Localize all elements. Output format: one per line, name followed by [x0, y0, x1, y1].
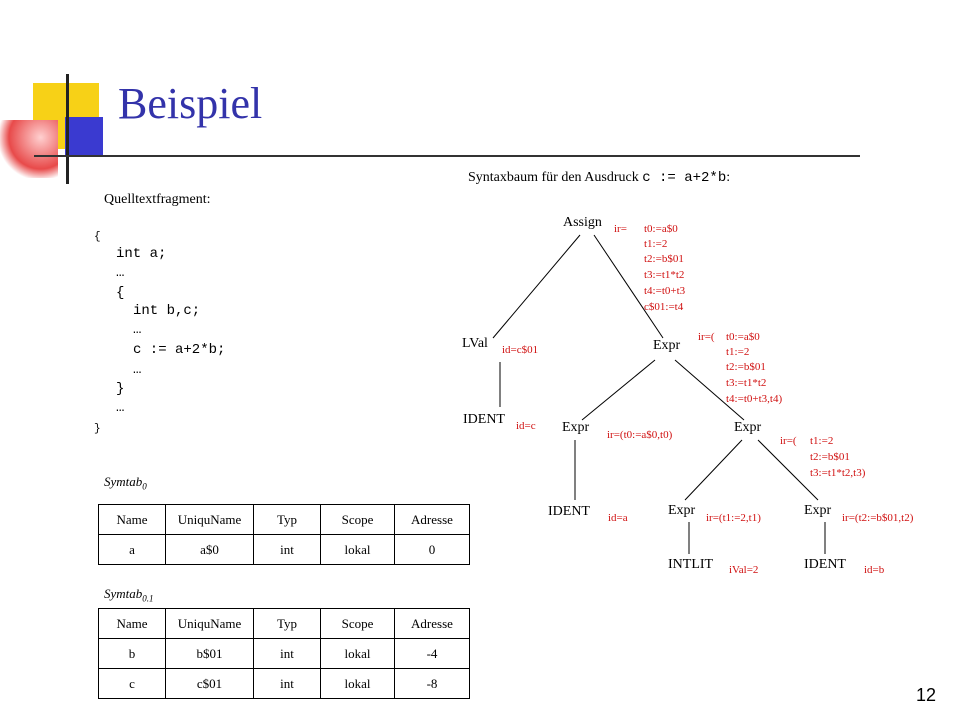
- node-ident-b: IDENT: [804, 557, 846, 572]
- symtab0-table: Name UniquName Typ Scope Adresse a a$0 i…: [98, 504, 470, 565]
- attr-expr-left-ir: ir=(t0:=a$0,t0): [607, 429, 673, 441]
- code-line: int a;: [116, 246, 167, 262]
- code-line: …: [116, 265, 125, 281]
- node-ident-c: IDENT: [463, 412, 505, 427]
- table-header-cell: Typ: [253, 608, 321, 639]
- table-cell: b$01: [165, 638, 254, 669]
- logo-horizontal-line: [34, 155, 860, 157]
- table-header-cell: UniquName: [165, 504, 254, 535]
- code-line: }: [116, 381, 125, 397]
- table-cell: lokal: [320, 668, 395, 699]
- code-line: {: [94, 231, 101, 243]
- node-expr-left: Expr: [562, 420, 590, 435]
- attr-intlit-ival: iVal=2: [729, 564, 759, 576]
- attr-expr-right-ir-line: t3:=t1*t2,t3): [810, 467, 866, 479]
- edge-exprright-expr-intlit: [684, 439, 743, 501]
- table-header-cell: UniquName: [165, 608, 254, 639]
- table-header-cell: Name: [98, 608, 166, 639]
- symtab01-label: Symtab0.1: [104, 586, 154, 604]
- symtab01-label-main: Symtab: [104, 586, 143, 601]
- caption-suffix: :: [726, 170, 731, 185]
- table-header-row: Name UniquName Typ Scope Adresse: [98, 504, 470, 535]
- attr-expr-root-ir-prefix: ir=(: [698, 331, 715, 343]
- node-intlit: INTLIT: [668, 557, 714, 572]
- attr-assign-ir-line: t4:=t0+t3: [644, 285, 686, 297]
- logo-red-square: [0, 120, 58, 178]
- attr-expr-intlit-ir: ir=(t1:=2,t1): [706, 512, 761, 524]
- table-header-row: Name UniquName Typ Scope Adresse: [98, 608, 470, 639]
- node-assign: Assign: [563, 215, 602, 230]
- tree-caption: Syntaxbaum für den Ausdruck c := a+2*b:: [468, 170, 730, 186]
- table-cell: -8: [394, 668, 470, 699]
- attr-expr-root-ir-line: t3:=t1*t2: [726, 377, 767, 389]
- symtab0-label-sub: 0: [142, 481, 147, 492]
- attr-assign-ir-line: c$01:=t4: [644, 301, 684, 313]
- attr-assign-ir-prefix: ir=: [614, 223, 627, 235]
- symtab0-label: Symtab0: [104, 474, 147, 492]
- symtab01-table: Name UniquName Typ Scope Adresse b b$01 …: [98, 608, 470, 699]
- attr-expr-root-ir-line: t1:=2: [726, 346, 750, 358]
- page-number: 12: [915, 685, 936, 705]
- attr-lval-id: id=c$01: [502, 344, 539, 356]
- attr-ident-b-id: id=b: [864, 564, 885, 576]
- code-line: …: [133, 362, 142, 378]
- caption-text: Syntaxbaum für den Ausdruck: [468, 170, 643, 185]
- node-expr-root: Expr: [653, 338, 681, 353]
- table-cell: lokal: [320, 534, 395, 565]
- attr-expr-ident-b-ir: ir=(t2:=b$01,t2): [842, 512, 914, 524]
- attr-ident-c-id: id=c: [516, 420, 536, 432]
- attr-assign-ir-line: t3:=t1*t2: [644, 269, 685, 281]
- node-lval: LVal: [462, 336, 488, 351]
- node-expr-right: Expr: [734, 420, 762, 435]
- edge-exprright-expr-identb: [757, 439, 819, 501]
- table-header-cell: Adresse: [394, 504, 470, 535]
- table-cell: int: [253, 534, 321, 565]
- caption-expression: c := a+2*b: [642, 170, 727, 186]
- node-ident-a: IDENT: [548, 504, 590, 519]
- node-expr-intlit: Expr: [668, 503, 696, 518]
- symtab0-label-main: Symtab: [104, 474, 143, 489]
- code-line: }: [94, 423, 101, 435]
- table-row: c c$01 int lokal -8: [98, 668, 470, 699]
- edge-expr-exprright: [674, 359, 745, 421]
- table-cell: c$01: [165, 668, 254, 699]
- edge-assign-expr: [593, 234, 664, 339]
- attr-expr-right-ir-prefix: ir=(: [780, 435, 797, 447]
- attr-ident-a-id: id=a: [608, 512, 628, 524]
- table-row: a a$0 int lokal 0: [98, 534, 470, 565]
- table-header-cell: Scope: [320, 608, 395, 639]
- attr-expr-right-ir-line: t2:=b$01: [810, 451, 850, 463]
- attr-assign-ir-line: t2:=b$01: [644, 253, 684, 265]
- table-cell: c: [98, 668, 166, 699]
- attr-assign-ir-line: t0:=a$0: [644, 223, 678, 235]
- table-cell: a: [98, 534, 166, 565]
- table-cell: int: [253, 668, 321, 699]
- attr-expr-root-ir-line: t0:=a$0: [726, 331, 760, 343]
- logo-vertical-line: [66, 74, 69, 184]
- page-title: Beispiel: [118, 79, 263, 128]
- table-cell: 0: [394, 534, 470, 565]
- logo-blue-square: [65, 117, 103, 155]
- attr-expr-right-ir-line: t1:=2: [810, 435, 834, 447]
- symtab01-label-sub: 0.1: [142, 593, 154, 604]
- attr-expr-root-ir-line: t2:=b$01: [726, 361, 766, 373]
- source-label: Quelltextfragment:: [104, 192, 211, 207]
- edge-assign-lval: [492, 234, 581, 339]
- attr-expr-root-ir-line: t4:=t0+t3,t4): [726, 393, 783, 405]
- code-line: …: [133, 322, 142, 338]
- code-line: int b,c;: [133, 303, 201, 319]
- code-line: …: [116, 400, 125, 416]
- node-expr-ident-b: Expr: [804, 503, 832, 518]
- code-line: c := a+2*b;: [133, 342, 226, 358]
- code-line: {: [116, 285, 125, 301]
- edge-expr-exprleft: [581, 359, 656, 421]
- table-header-cell: Scope: [320, 504, 395, 535]
- attr-assign-ir-line: t1:=2: [644, 238, 668, 250]
- table-cell: lokal: [320, 638, 395, 669]
